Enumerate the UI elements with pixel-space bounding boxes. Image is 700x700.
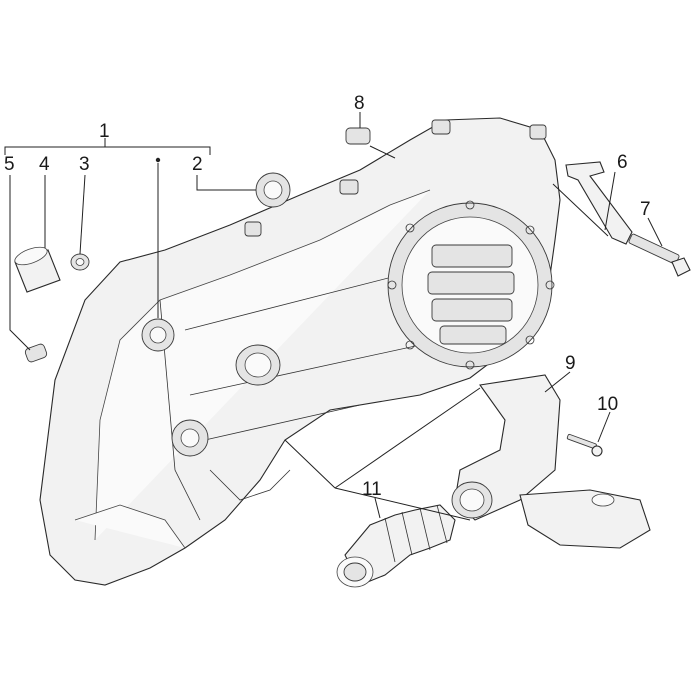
- callout-11: 11: [362, 479, 382, 500]
- callout-1: 1: [99, 121, 110, 142]
- sleeve: [14, 246, 61, 293]
- transmission-cover: [39, 117, 561, 586]
- callout-10: 10: [597, 394, 618, 415]
- bush: [70, 253, 90, 271]
- callout-labels: 1 2 3 4 5 6 7 8 9 10 11: [4, 93, 651, 500]
- callout-4: 4: [39, 154, 50, 175]
- bearing: [255, 172, 291, 208]
- callout-5: 5: [4, 154, 15, 175]
- leader-lines: [4, 112, 663, 521]
- callout-6: 6: [617, 152, 628, 173]
- dowel: [24, 343, 48, 363]
- dowel-top: [345, 127, 371, 145]
- air-duct: [451, 374, 651, 549]
- bracket: [565, 161, 633, 245]
- callout-3: 3: [79, 154, 90, 175]
- callout-8: 8: [354, 93, 365, 114]
- callout-7: 7: [640, 199, 651, 220]
- bellows-hose: [336, 504, 456, 588]
- callout-2: 2: [192, 154, 203, 175]
- callout-9: 9: [565, 353, 576, 374]
- bolt: [628, 233, 691, 277]
- screw: [566, 433, 603, 457]
